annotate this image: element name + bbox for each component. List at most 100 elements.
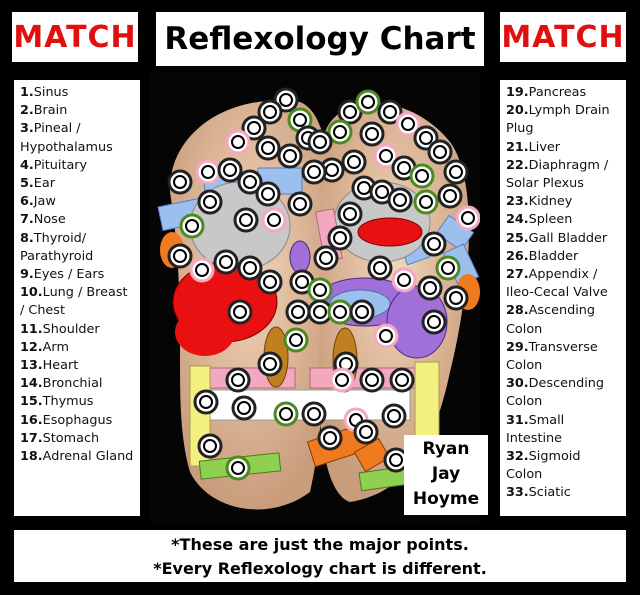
legend-item-label: Sciatic [528, 485, 571, 501]
legend-item-number: 21. [506, 139, 529, 155]
reflex-point-center [293, 197, 307, 211]
legend-item-number: 31. [506, 412, 529, 428]
footer-note: *These are just the major points. *Every… [14, 530, 626, 582]
reflex-point-center [219, 255, 233, 269]
title-box: Reflexology Chart [156, 12, 484, 66]
reflex-point-center [283, 149, 297, 163]
reflex-point-center [379, 149, 393, 163]
reflex-point-center [397, 273, 411, 287]
legend-item-label: Sigmoid Colon [506, 449, 581, 483]
legend-item: 33.Sciatic [506, 484, 620, 502]
reflex-point-center [423, 281, 437, 295]
reflex-point-center [401, 117, 415, 131]
reflex-point-center [201, 165, 215, 179]
legend-item-label: Thyroid/ Parathyroid [20, 230, 94, 264]
legend-item-number: 8. [20, 230, 34, 246]
legend-item-number: 19. [506, 85, 529, 100]
legend-item: 7.Nose [20, 211, 134, 229]
reflex-point-center [261, 141, 275, 155]
reflex-point-center [231, 461, 245, 475]
reflex-point-center [203, 439, 217, 453]
legend-item-number: 1. [20, 85, 34, 100]
reflex-point-center [313, 135, 327, 149]
legend-item-label: Pituitary [33, 157, 88, 173]
pancreas-region [289, 240, 311, 274]
reflex-point-center [231, 135, 245, 149]
legend-item: 2.Brain [20, 102, 134, 120]
reflex-point-center [313, 283, 327, 297]
reflex-point-center [347, 155, 361, 169]
reflex-point-center [361, 95, 375, 109]
legend-item-label: Stomach [42, 430, 100, 446]
legend-item: 1.Sinus [20, 84, 134, 102]
legend-item-label: Liver [528, 139, 561, 155]
legend-item: 26.Bladder [506, 248, 620, 266]
legend-item: 22.Diaphragm / Solar Plexus [506, 157, 620, 193]
legend-item-label: Pineal / Hypothalamus [20, 121, 113, 155]
legend-item: 31.Small Intestine [506, 412, 620, 448]
legend-item-label: Shoulder [42, 321, 100, 337]
reflex-point-center [243, 175, 257, 189]
match-badge-left-text: MATCH [13, 19, 137, 55]
legend-item: 29.Transverse Colon [506, 339, 620, 375]
legend-item-number: 22. [506, 157, 529, 173]
legend-item-number: 13. [20, 358, 43, 374]
legend-item-label: Lymph Drain Plug [506, 103, 610, 137]
reflex-point-center [291, 305, 305, 319]
reflex-point-center [449, 165, 463, 179]
legend-item-label: Heart [42, 358, 79, 374]
legend-item-label: Bronchial [42, 376, 103, 392]
reflex-point-center [379, 329, 393, 343]
legend-item-label: Diaphragm / Solar Plexus [506, 157, 609, 192]
reflex-point-center [263, 275, 277, 289]
legend-item-number: 32. [506, 449, 529, 465]
legend-item: 17.Stomach [20, 430, 134, 448]
reflex-point-center [343, 105, 357, 119]
legend-item-number: 27. [506, 267, 529, 283]
legend-item-number: 24. [506, 212, 529, 228]
reflex-point-center [261, 187, 275, 201]
legend-item-number: 30. [506, 376, 529, 392]
legend-item-label: Ear [33, 176, 55, 192]
legend-item-number: 25. [506, 230, 529, 246]
reflex-point-center [397, 161, 411, 175]
page-title: Reflexology Chart [164, 21, 476, 57]
reflex-point-center [203, 195, 217, 209]
legend-item-number: 7. [20, 212, 34, 228]
reflex-point-center [395, 373, 409, 387]
reflex-point-center [289, 333, 303, 347]
reflex-point-center [419, 195, 433, 209]
legend-item-number: 10. [20, 285, 43, 301]
legend-item-number: 12. [20, 339, 43, 355]
reflex-point-center [173, 249, 187, 263]
reflex-point-center [387, 409, 401, 423]
legend-item: 8.Thyroid/ Parathyroid [20, 230, 134, 266]
reflex-point-center [441, 261, 455, 275]
liver-region [357, 217, 423, 247]
footer-line-1: *These are just the major points. [171, 535, 469, 554]
reflex-point-center [267, 213, 281, 227]
reflex-point-center [365, 127, 379, 141]
reflex-point-center [185, 219, 199, 233]
bladder-region [353, 437, 391, 473]
descending-colon-region [414, 361, 440, 443]
reflex-point-center [247, 121, 261, 135]
legend-item-label: Jaw [33, 194, 56, 210]
reflex-point-center [359, 425, 373, 439]
legend-item: 27.Appendix / Ileo-Cecal Valve [506, 266, 620, 302]
legend-item: 5.Ear [20, 175, 134, 193]
legend-item: 11.Shoulder [20, 321, 134, 339]
legend-item: 16.Esophagus [20, 412, 134, 430]
reflex-point-center [433, 145, 447, 159]
reflex-point-center [307, 165, 321, 179]
legend-item-label: Descending Colon [506, 376, 604, 410]
legend-item-label: Kidney [528, 194, 573, 210]
legend-item-label: Thymus [42, 394, 94, 410]
legend-item-number: 15. [20, 394, 43, 410]
reflex-point-center [389, 453, 403, 467]
legend-item-number: 9. [20, 267, 34, 283]
reflex-point-center [383, 105, 397, 119]
reflex-points [167, 87, 480, 481]
legend-item-label: Bladder [528, 248, 579, 264]
